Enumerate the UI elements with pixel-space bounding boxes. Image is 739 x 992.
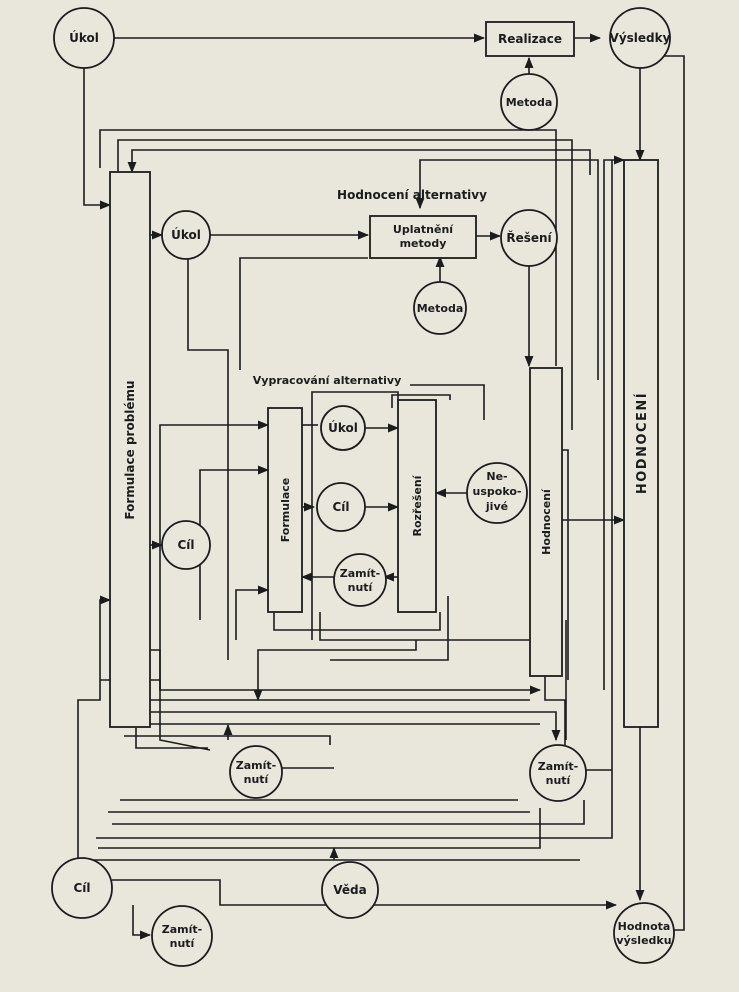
vysledky-node: [609, 7, 671, 69]
ukol-inner-label: Úkol: [328, 420, 358, 435]
rozreseni-label: Rozřešení: [411, 474, 424, 536]
neuspokojive-label-2: uspoko-: [473, 485, 522, 498]
loop-inner-3: [253, 640, 417, 702]
cil-left-label: Cíl: [177, 538, 194, 552]
zamitnuti-bottom-label-1: Zamít-: [162, 923, 202, 936]
zamitnuti-inner-node: [333, 553, 387, 607]
cil-bottom-node: [51, 857, 113, 919]
zamitnuti-bottom-label-2: nutí: [170, 937, 196, 950]
loop-inner-7: [311, 391, 399, 640]
reseni-label: Řešení: [506, 230, 552, 245]
loop-top-2: [127, 149, 591, 175]
edge-cil-bottom-hodnota: [112, 879, 618, 910]
reseni-node: [500, 209, 558, 267]
hodnota-label-2: výsledku: [616, 934, 671, 947]
realizace-label: Realizace: [498, 32, 562, 46]
edge-ukol-top-formulace: [83, 68, 112, 210]
neuspokojive-label-3: jivé: [485, 500, 508, 513]
band-11: [96, 160, 613, 839]
loop-mid-5: [235, 585, 270, 640]
veda-label: Věda: [333, 883, 366, 897]
loop-inner-4: [330, 596, 449, 661]
loop-right-2: [603, 155, 626, 690]
ukol-top-node: [53, 7, 115, 69]
hodnoceni-big-label: HODNOCENÍ: [634, 392, 650, 494]
loop-top-1: [117, 139, 573, 430]
cil-inner-node: [316, 482, 366, 532]
loop-inner-6: [319, 612, 545, 678]
loop-mid-3: [159, 420, 270, 690]
uplatneni-label-1: Uplatnění: [393, 223, 454, 236]
metoda-top-node: [500, 73, 558, 131]
zamitnuti-inner-label-1: Zamít-: [340, 567, 380, 580]
loop-inner-2: [410, 384, 485, 420]
cil-inner-label: Cíl: [332, 500, 349, 514]
band-5: [124, 735, 331, 745]
hodnoceni-inner-label: Hodnocení: [540, 488, 553, 555]
zamitnuti-left-node: [229, 745, 283, 799]
metoda-top-label: Metoda: [506, 96, 553, 109]
edge-hodnoceni-zamitnuti-right: [544, 676, 566, 745]
zamitnuti-right-label-2: nutí: [546, 774, 572, 787]
hodnoceni-alt-title: Hodnocení alternativy: [337, 188, 487, 202]
ukol-mid-node: [161, 210, 211, 260]
labels: Úkol Realizace Výsledky Metoda Hodnocení…: [69, 30, 671, 950]
ukol-top-label: Úkol: [69, 30, 99, 45]
band-1: [100, 679, 542, 695]
connector-lines: [77, 33, 685, 940]
formulace-label: Formulace: [279, 478, 292, 543]
metoda-mid-node: [413, 281, 467, 335]
band-10: [112, 800, 585, 825]
vysledky-label: Výsledky: [610, 31, 671, 45]
zamitnuti-right-label-1: Zamít-: [538, 760, 578, 773]
band-12: [98, 808, 541, 849]
nodes: [51, 7, 675, 967]
edge-formulace-zamitnuti-left: [150, 649, 211, 751]
cil-left-node: [161, 520, 211, 570]
loop-top-4: [415, 159, 599, 380]
hodnoceni-inner-box: [529, 367, 563, 677]
metoda-mid-label: Metoda: [417, 302, 464, 315]
cil-bottom-label: Cíl: [73, 881, 90, 895]
loop-inner-5: [273, 612, 441, 631]
hodnota-node: [613, 902, 675, 964]
loop-mid-1: [239, 257, 368, 370]
ukol-mid-label: Úkol: [171, 227, 201, 242]
boxes: [109, 21, 659, 728]
formulace-problemu-box: [109, 171, 151, 728]
hodnoceni-big-box: [623, 159, 659, 728]
loop-mid-4: [199, 465, 270, 620]
neuspokojive-label-1: Ne-: [486, 470, 507, 483]
uplatneni-metody-box: [369, 215, 477, 259]
zamitnuti-left-label-2: nutí: [244, 773, 270, 786]
zamitnuti-bottom-node: [151, 905, 213, 967]
neuspokojive-node: [466, 462, 528, 524]
realizace-box: [485, 21, 575, 57]
band-6: [135, 728, 208, 749]
formulace-box: [267, 407, 303, 613]
loop-mid-2: [187, 258, 229, 660]
vypracovani-title: Vypracování alternativy: [253, 374, 401, 387]
uplatneni-label-2: metody: [400, 237, 447, 250]
rozreseni-box: [397, 399, 437, 613]
loop-inner-1: [391, 394, 451, 408]
ukol-inner-node: [320, 405, 366, 451]
hodnota-label-1: Hodnota: [618, 920, 671, 933]
zamitnuti-right-node: [529, 744, 587, 802]
edge-cil-bottom-zamitnuti: [132, 905, 152, 940]
zamitnuti-inner-label-2: nutí: [348, 581, 374, 594]
band-3: [150, 711, 561, 742]
edge-cil-bottom-up: [77, 595, 112, 860]
formulace-problemu-label: Formulace problému: [123, 380, 137, 519]
zamitnuti-left-label-1: Zamít-: [236, 759, 276, 772]
veda-node: [321, 861, 379, 919]
